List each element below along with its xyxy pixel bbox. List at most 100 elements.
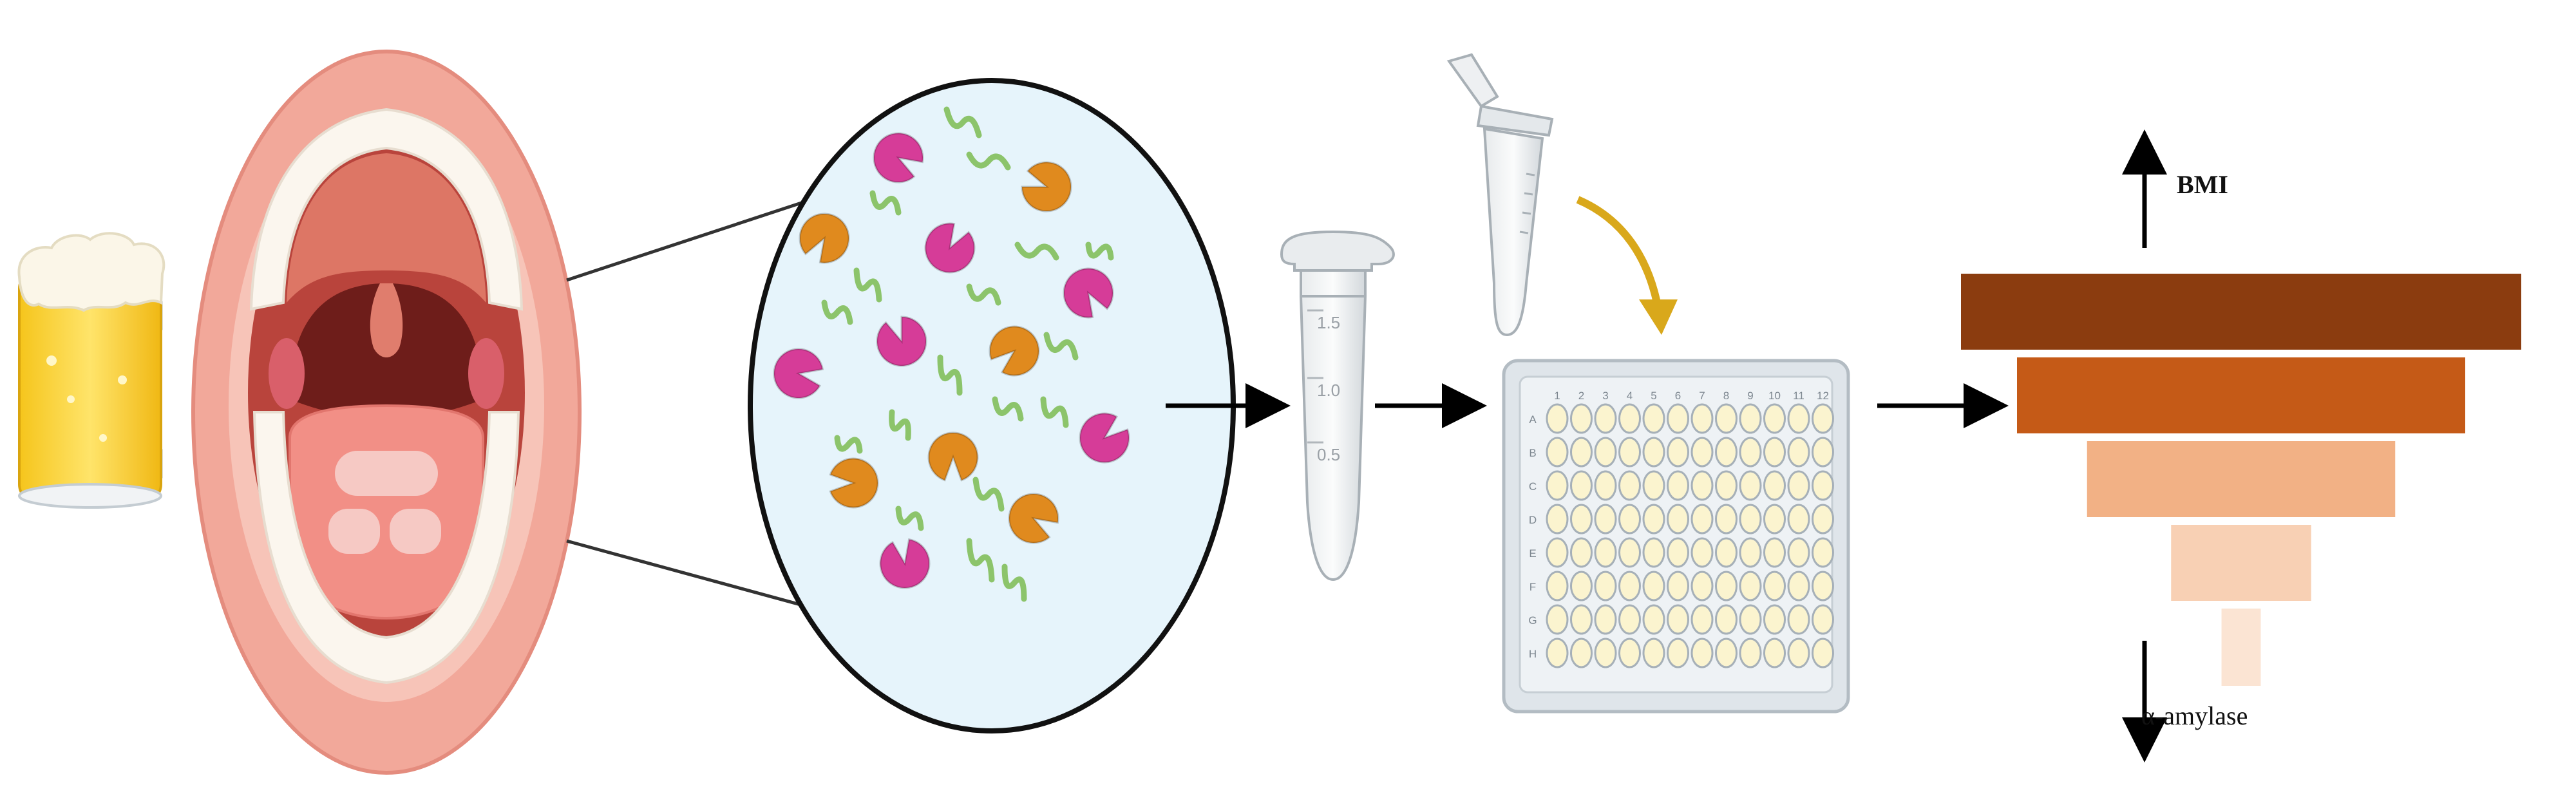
enzyme-molecule [873, 132, 924, 184]
strand-molecule [1014, 241, 1059, 261]
enzyme-molecule [927, 431, 979, 482]
strand-molecule [966, 283, 1001, 306]
strand-molecule [943, 106, 982, 138]
plate-well [1690, 604, 1714, 635]
funnel-chart-icon [1961, 274, 2521, 686]
plate-well [1618, 403, 1641, 434]
plate-column-label: 7 [1699, 390, 1705, 402]
plate-well [1739, 470, 1762, 501]
funnel-level [1961, 274, 2521, 350]
plate-well [1739, 437, 1762, 468]
plate-well [1546, 571, 1569, 601]
plate-well [1546, 638, 1569, 668]
plate-well [1812, 537, 1834, 568]
plate-well [1787, 537, 1810, 568]
plate-well [1690, 437, 1714, 468]
plate-well [1570, 571, 1593, 601]
plate-well [1642, 470, 1665, 501]
plate-well [1570, 638, 1593, 668]
plate-column-label: 12 [1817, 390, 1829, 402]
enzyme-molecule [989, 325, 1040, 377]
enzyme-molecule [1021, 161, 1072, 213]
plate-well [1570, 604, 1593, 635]
plate-well [1739, 403, 1762, 434]
plate-well [1594, 537, 1617, 568]
plate-column-label: 3 [1602, 390, 1608, 402]
microtube-icon: 1.51.00.5 [1280, 230, 1395, 582]
plate-well [1715, 604, 1738, 635]
plate-well [1812, 437, 1834, 468]
plate-well [1715, 437, 1738, 468]
plate-row-label: E [1529, 547, 1536, 560]
enzyme-molecule [773, 348, 824, 399]
strand-molecule [1043, 332, 1079, 361]
plate-well [1667, 571, 1689, 601]
plate-column-label: 10 [1768, 390, 1781, 402]
plate-well [1667, 403, 1689, 434]
plate-well [1618, 504, 1641, 534]
plate-row-label: C [1529, 480, 1537, 493]
strand-molecule [972, 477, 1005, 512]
enzyme-molecule [1063, 267, 1114, 319]
plate-well [1812, 638, 1834, 668]
plate-well [1667, 638, 1689, 668]
plate-well [1667, 470, 1689, 501]
plate-column-label: 5 [1651, 390, 1656, 402]
funnel-level [2171, 525, 2311, 601]
strand-molecule [853, 267, 882, 303]
enzyme-molecule [876, 316, 927, 367]
plate-well [1715, 638, 1738, 668]
enzyme-molecule [879, 538, 931, 589]
mouth-icon [191, 50, 582, 775]
plate-well [1618, 470, 1641, 501]
plate-column-label: 2 [1578, 390, 1584, 402]
plate-well [1787, 504, 1810, 534]
plate-well [1570, 537, 1593, 568]
plate-well [1546, 537, 1569, 568]
plate-row-label: A [1529, 413, 1537, 426]
plate-well [1570, 403, 1593, 434]
plate-well [1642, 403, 1665, 434]
tube-mark-label: 1.5 [1317, 313, 1340, 332]
transfer-curve-arrow [1576, 196, 1662, 310]
plate-well [1594, 638, 1617, 668]
strand-molecule [992, 396, 1024, 422]
plate-well [1763, 437, 1786, 468]
strand-molecule [889, 409, 911, 441]
strand-molecule [966, 151, 1011, 171]
plate-well [1763, 504, 1786, 534]
plate-well [1739, 537, 1762, 568]
amylase-label: α-amylase [2141, 701, 2248, 730]
plate-well [1715, 504, 1738, 534]
plate-well [1570, 504, 1593, 534]
plate-well [1739, 504, 1762, 534]
plate-well [1812, 470, 1834, 501]
plate-well [1787, 638, 1810, 668]
plate-column-label: 8 [1723, 390, 1729, 402]
plate-well [1618, 537, 1641, 568]
strand-molecule [1040, 396, 1069, 428]
plate-well [1715, 470, 1738, 501]
plate-well [1667, 437, 1689, 468]
plate-well [1787, 403, 1810, 434]
enzyme-molecule [799, 213, 850, 264]
plate-column-label: 11 [1793, 390, 1804, 402]
plate-row-label: B [1529, 447, 1536, 459]
plate-well [1787, 470, 1810, 501]
plate-well [1690, 403, 1714, 434]
plate-well [1812, 571, 1834, 601]
plate-well [1546, 504, 1569, 534]
plate-column-label: 1 [1554, 390, 1560, 402]
tube-mark-label: 0.5 [1317, 445, 1340, 464]
plate-well [1546, 403, 1569, 434]
plate-well [1763, 470, 1786, 501]
plate-well [1763, 537, 1786, 568]
plate-well [1642, 537, 1665, 568]
plate-well [1812, 403, 1834, 434]
plate-well [1594, 571, 1617, 601]
plate-row-label: D [1529, 514, 1537, 526]
plate-well [1690, 571, 1714, 601]
plate-well [1763, 638, 1786, 668]
plate-row-label: F [1530, 581, 1536, 593]
